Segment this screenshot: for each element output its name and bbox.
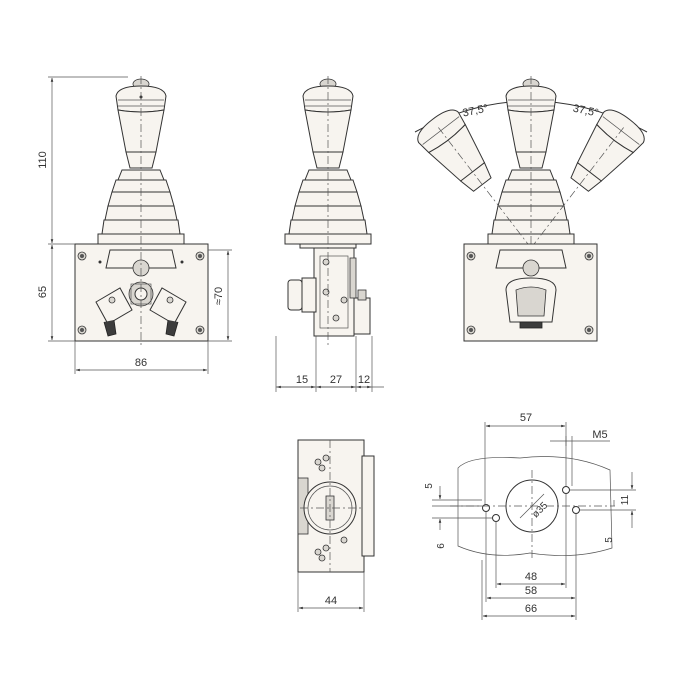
dim-70: ≈70 <box>213 287 225 305</box>
dim-86: 86 <box>135 357 147 369</box>
dim-m5: M5 <box>592 429 607 441</box>
dim-66: 66 <box>525 603 537 615</box>
dim-left-6: 6 <box>436 543 447 549</box>
side-view: 15 27 12 <box>275 76 384 392</box>
tilt-view: 37,5° 37,5° <box>414 76 648 342</box>
tilted-handle-left <box>417 109 492 192</box>
panel-cutout-view: ø35 57 M5 5 6 11 5 <box>424 412 636 620</box>
dim-110: 110 <box>37 151 49 169</box>
angle-left: 37,5° <box>462 103 490 120</box>
top-view: 44 <box>297 439 375 612</box>
dim-48: 48 <box>525 571 537 583</box>
tilted-handle-right <box>570 109 645 192</box>
dim-15: 15 <box>296 374 308 386</box>
dim-58: 58 <box>525 585 537 597</box>
dim-65: 65 <box>37 286 49 298</box>
handle-knob <box>115 78 167 169</box>
angle-right: 37,5° <box>572 103 600 120</box>
dim-12: 12 <box>358 374 370 386</box>
dim-right-11: 11 <box>620 494 631 505</box>
dim-27: 27 <box>330 374 342 386</box>
dim-diameter: ø35 <box>530 500 550 520</box>
dim-57: 57 <box>520 412 532 424</box>
dim-right-5: 5 <box>604 537 615 543</box>
front-view: 110 65 86 ≈70 <box>37 76 232 374</box>
micro-switch-right <box>149 287 187 337</box>
dim-44: 44 <box>325 595 337 607</box>
dim-left-5: 5 <box>424 483 435 489</box>
micro-switch-left <box>95 287 133 337</box>
